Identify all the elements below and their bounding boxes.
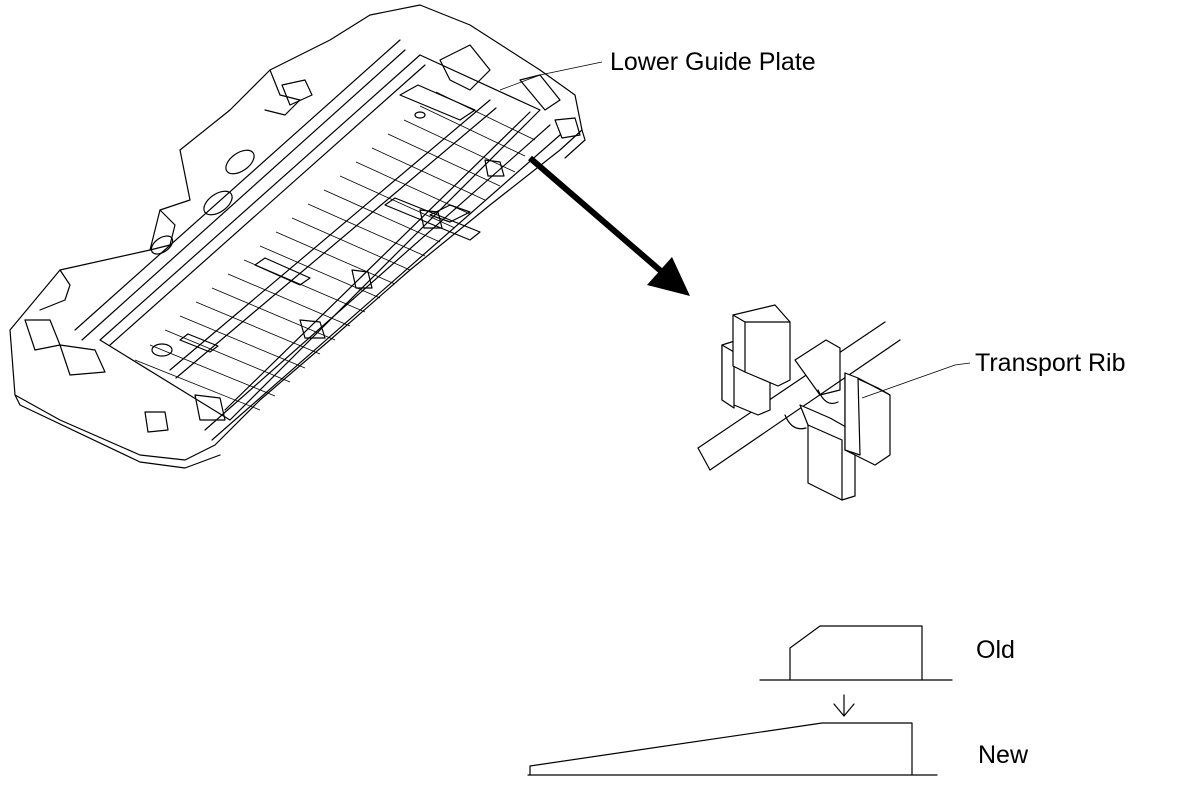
new-rib-profile [527, 722, 938, 776]
arrow-down-icon [833, 694, 855, 717]
new-label: New [978, 741, 1029, 769]
old-label: Old [976, 636, 1015, 664]
lower-guide-plate-label: Lower Guide Plate [610, 48, 816, 76]
transport-rib-label: Transport Rib [975, 349, 1126, 377]
bold-arrow-down-right-icon [528, 155, 690, 296]
lower-guide-plate-leader [499, 61, 603, 91]
transport-rib-detail [697, 304, 901, 501]
lower-guide-plate-drawing [9, 4, 586, 469]
old-rib-profile [759, 625, 953, 681]
transport-rib-leader [861, 362, 971, 399]
